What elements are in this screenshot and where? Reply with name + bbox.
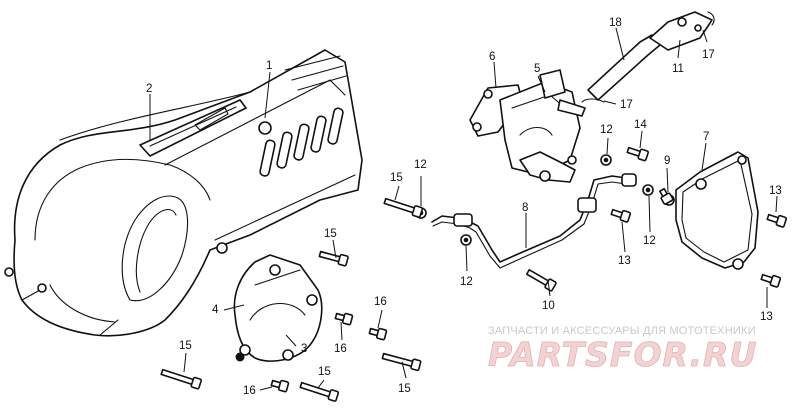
callout-7: 7 <box>703 131 709 143</box>
callout-14: 14 <box>634 119 647 131</box>
cover-gasket <box>139 99 247 157</box>
callout-8: 8 <box>522 202 528 214</box>
bolt-icon <box>160 368 202 390</box>
small-cover <box>233 254 323 362</box>
bolt-icon <box>525 269 557 292</box>
watermark-logo: PARTSFOR.RU <box>488 335 757 374</box>
oil-line <box>431 173 637 269</box>
callout-9: 9 <box>664 155 670 167</box>
callout-12-b: 12 <box>460 276 473 288</box>
pump-control-arm <box>587 11 715 101</box>
oil-pump <box>469 69 586 183</box>
callout-15-c: 15 <box>179 340 192 352</box>
callout-16-a: 16 <box>374 296 387 308</box>
bolt-icon <box>659 187 674 205</box>
bolt-icon <box>383 197 424 218</box>
callout-numbers: 1 2 3 4 5 6 7 8 9 10 11 12 12 12 12 13 1… <box>146 17 782 397</box>
watermark-tagline: ЗАПЧАСТИ И АКСЕССУАРЫ ДЛЯ МОТОТЕХНИКИ <box>488 325 756 337</box>
callout-1: 1 <box>266 60 272 72</box>
callout-2: 2 <box>146 83 152 95</box>
bolt-icon <box>381 352 422 372</box>
callout-12-d: 12 <box>643 235 656 247</box>
callout-15-a: 15 <box>390 172 403 184</box>
callout-15-d: 15 <box>318 366 331 378</box>
bolt-icon <box>626 146 649 162</box>
callout-15-b: 15 <box>324 228 337 240</box>
callout-4: 4 <box>212 304 219 316</box>
callout-15-e: 15 <box>398 383 411 395</box>
bolt-icon <box>368 327 388 341</box>
callout-6: 6 <box>489 51 495 63</box>
leader-lines <box>149 27 778 391</box>
callout-10: 10 <box>542 300 555 312</box>
watermark: ЗАПЧАСТИ И АКСЕССУАРЫ ДЛЯ МОТОТЕХНИКИ PA… <box>488 325 757 374</box>
callout-17-b: 17 <box>620 99 633 111</box>
bolt-icon <box>766 213 788 228</box>
callout-5: 5 <box>534 63 540 75</box>
bolt-icon <box>299 381 340 402</box>
callout-13-c: 13 <box>760 311 773 323</box>
callout-12-c: 12 <box>600 124 613 136</box>
callout-13-b: 13 <box>769 185 782 197</box>
spring-pin <box>581 98 605 103</box>
bolt-icon <box>334 312 354 326</box>
callout-17-a: 17 <box>702 49 715 61</box>
left-crankcase-cover <box>4 49 363 337</box>
bolt-icon <box>610 208 632 223</box>
callout-16-c: 16 <box>243 385 256 397</box>
callout-18: 18 <box>609 17 622 29</box>
callout-16-b: 16 <box>334 343 347 355</box>
pump-cover <box>675 151 759 270</box>
callout-3: 3 <box>301 343 307 355</box>
bolt-icon <box>270 379 290 393</box>
callout-12-a: 12 <box>414 159 427 171</box>
callout-11: 11 <box>672 63 684 75</box>
bolt-icon <box>760 273 782 288</box>
bolt-icon <box>318 250 349 267</box>
callout-13-a: 13 <box>618 255 631 267</box>
